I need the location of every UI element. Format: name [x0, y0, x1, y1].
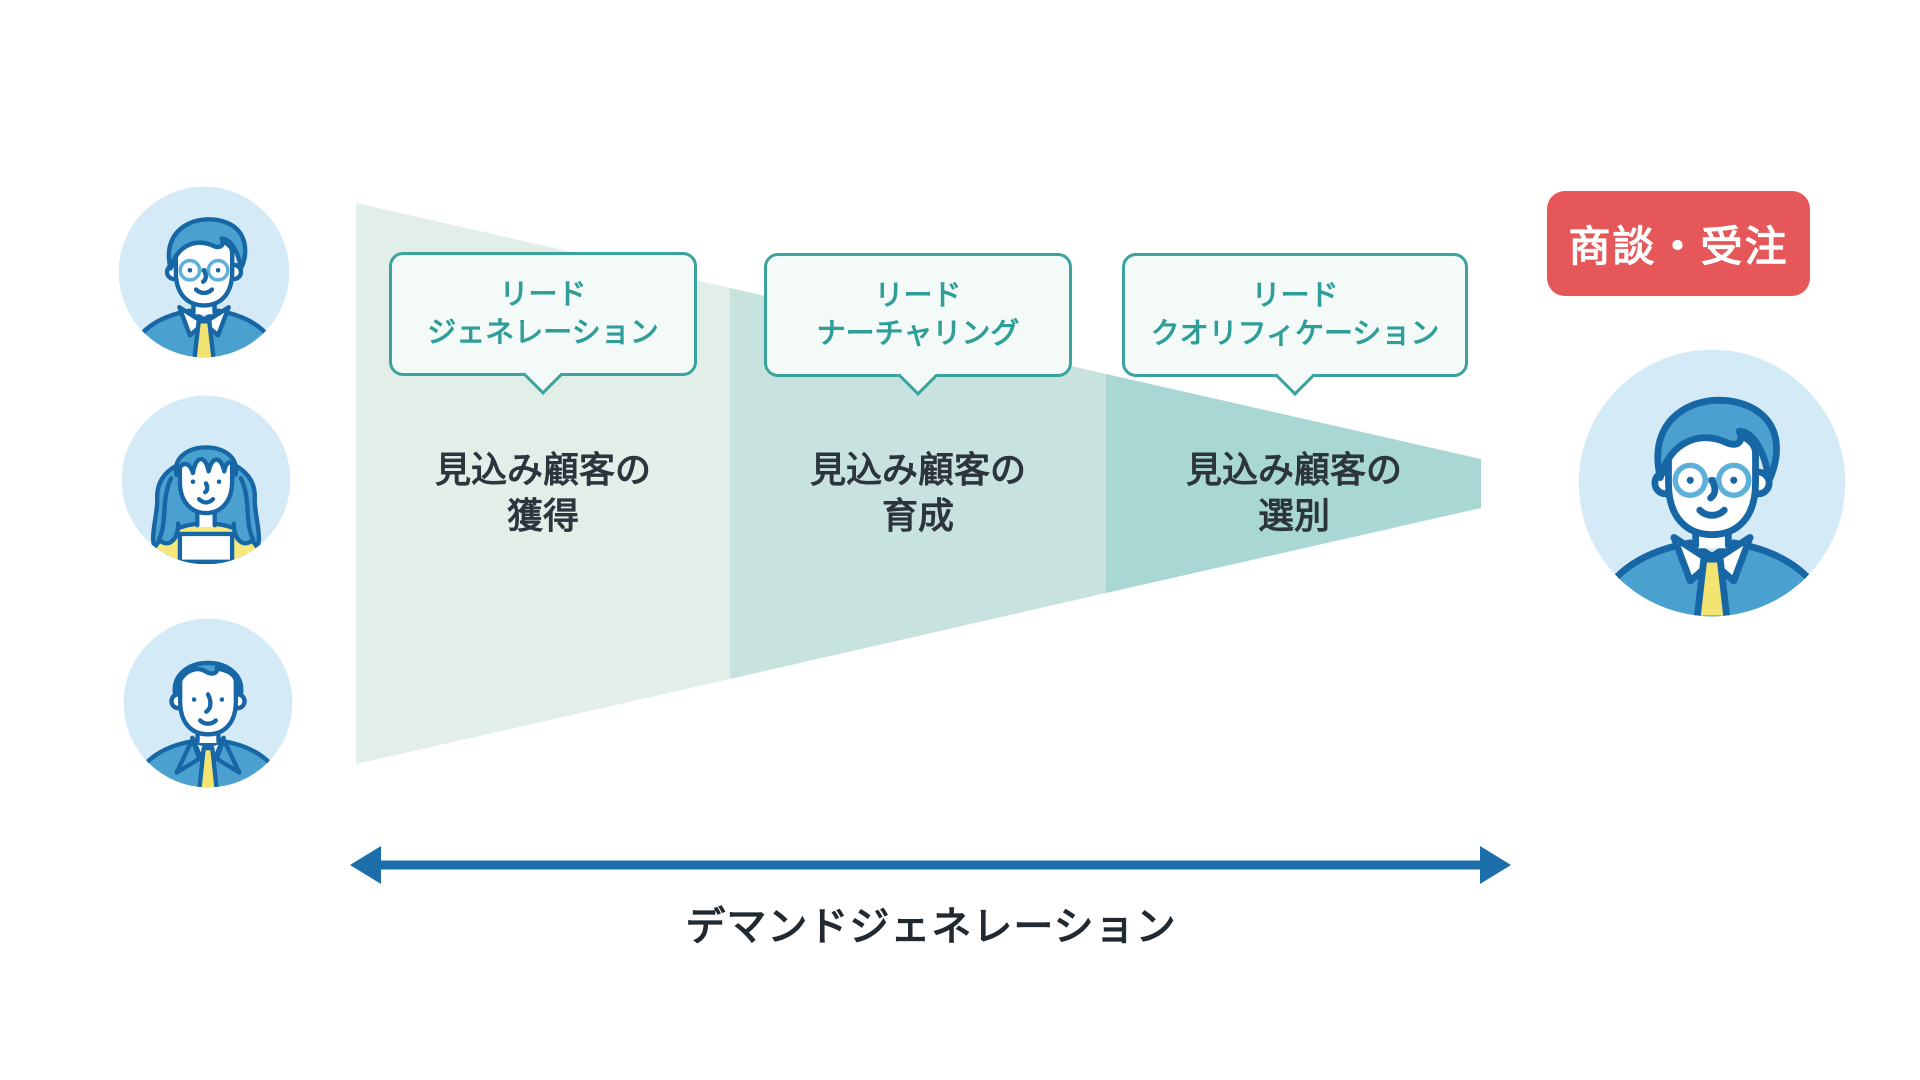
desc-lead-generation-line1: 見込み顧客の	[434, 449, 651, 490]
bubble-lead-generation-line1: リード	[499, 279, 587, 311]
deal-order-badge: 商談・受注	[1547, 191, 1810, 296]
arrow-left-head	[350, 846, 381, 884]
desc-lead-nurturing: 見込み顧客の 育成	[738, 447, 1098, 539]
person-illustration	[121, 395, 291, 565]
desc-lead-generation-line2: 獲得	[506, 495, 579, 536]
person-illustration	[123, 618, 293, 788]
desc-lead-qualification-line1: 見込み顧客の	[1185, 449, 1402, 490]
desc-lead-nurturing-line2: 育成	[881, 495, 954, 536]
bubble-lead-nurturing: リード ナーチャリング	[764, 253, 1072, 397]
prospect-avatar-woman	[119, 393, 293, 567]
bubble-lead-qualification-line1: リード	[1251, 280, 1339, 312]
bubble-lead-qualification: リード クオリフィケーション	[1122, 253, 1468, 397]
desc-lead-generation: 見込み顧客の 獲得	[363, 447, 723, 539]
funnel-segment-lead-qualification	[1106, 374, 1481, 593]
bubble-lead-generation-line2: ジェネレーション	[427, 317, 659, 349]
desc-lead-nurturing-line1: 見込み顧客の	[809, 449, 1026, 490]
prospect-avatar-man-suit	[121, 616, 295, 790]
desc-lead-qualification: 見込み顧客の 選別	[1114, 447, 1474, 539]
person-illustration	[118, 186, 290, 358]
bubble-lead-nurturing-line2: ナーチャリング	[816, 318, 1020, 350]
prospect-avatar-man-glasses	[116, 184, 292, 360]
bubble-lead-qualification-line2: クオリフィケーション	[1150, 318, 1440, 350]
desc-lead-qualification-line2: 選別	[1257, 495, 1330, 536]
bubble-lead-generation: リード ジェネレーション	[389, 252, 697, 396]
bubble-lead-nurturing-line1: リード	[874, 280, 962, 312]
funnel-segment-lead-nurturing	[730, 288, 1106, 679]
deal-order-badge-label: 商談・受注	[1568, 223, 1789, 270]
demand-generation-arrow	[350, 846, 1511, 884]
person-illustration	[1578, 349, 1846, 617]
demand-generation-label: デマンドジェネレーション	[685, 905, 1177, 949]
customer-avatar-man-glasses-large	[1576, 347, 1848, 619]
arrow-right-head	[1480, 846, 1511, 884]
